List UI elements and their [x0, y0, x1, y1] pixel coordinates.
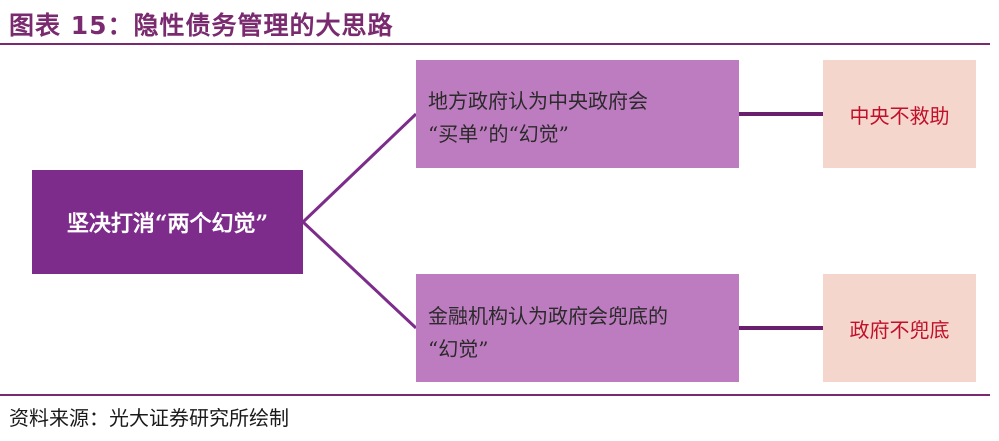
- outcome-node-no-government-backstop: 政府不兜底: [823, 274, 976, 382]
- figure-title: 图表 15：隐性债务管理的大思路: [9, 11, 394, 40]
- connector-root-to-bottom: [301, 220, 418, 330]
- branch-node-local-government: 地方政府认为中央政府会 “买单”的“幻觉”: [416, 60, 739, 168]
- source-rule: [0, 394, 990, 396]
- branch-node-text-line-1: 金融机构认为政府会兜底的: [428, 304, 668, 328]
- connector-root-to-top: [301, 112, 418, 224]
- branch-node-text-line-2: “幻觉”: [428, 337, 489, 361]
- root-node: 坚决打消“两个幻觉”: [32, 170, 303, 274]
- source-note: 资料来源：光大证券研究所绘制: [9, 406, 289, 430]
- outcome-node-no-central-bailout: 中央不救助: [823, 60, 976, 168]
- branch-node-financial-institutions: 金融机构认为政府会兜底的 “幻觉”: [416, 274, 739, 382]
- branch-node-text-line-1: 地方政府认为中央政府会: [428, 89, 648, 113]
- title-rule: [0, 43, 990, 45]
- branch-node-text-line-2: “买单”的“幻觉”: [428, 122, 569, 146]
